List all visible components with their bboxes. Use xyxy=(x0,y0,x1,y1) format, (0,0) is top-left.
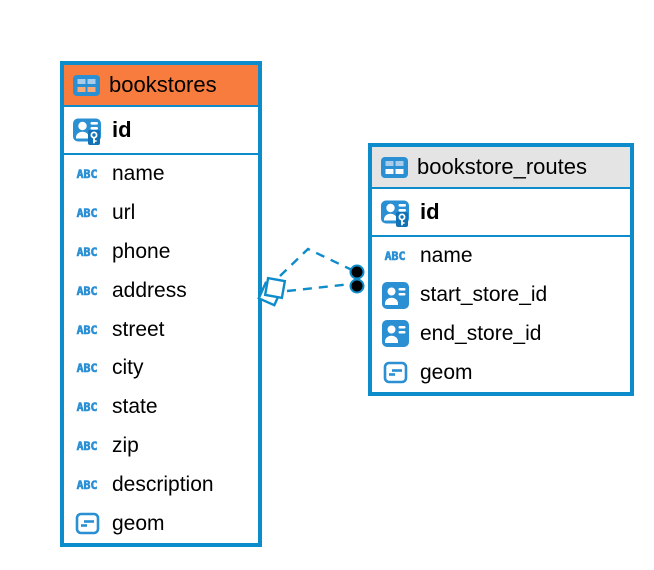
table-title: bookstore_routes xyxy=(417,154,587,179)
text-type-icon: ABC xyxy=(76,438,98,454)
column-row-name[interactable]: ABC name xyxy=(372,237,630,276)
column-row-zip[interactable]: ABC zip xyxy=(64,427,258,466)
text-type-icon: ABC xyxy=(76,244,98,260)
column-label: id xyxy=(420,199,440,224)
column-row-address[interactable]: ABC address xyxy=(64,271,258,310)
column-label: id xyxy=(112,117,132,142)
text-type-icon: ABC xyxy=(76,283,98,298)
column-row-phone[interactable]: ABC phone xyxy=(64,233,258,272)
table-node-bookstore-routes[interactable]: bookstore_routes id ABC name start_store_i… xyxy=(368,143,634,397)
column-label: geom xyxy=(420,360,473,384)
column-label: state xyxy=(112,395,158,419)
column-label: name xyxy=(420,244,473,268)
column-label: start_store_id xyxy=(420,283,548,307)
column-row-street[interactable]: ABC street xyxy=(64,310,258,349)
text-type-icon: ABC xyxy=(76,477,98,492)
column-label: zip xyxy=(112,433,139,457)
relationship-dashed-line[interactable] xyxy=(286,282,352,293)
column-row-city[interactable]: ABC city xyxy=(64,349,258,388)
relationship-dashed-line[interactable] xyxy=(279,247,353,277)
column-row-start_store_id[interactable]: start_store_id xyxy=(372,276,630,315)
column-label: address xyxy=(112,278,187,302)
text-type-icon: ABC xyxy=(76,206,98,221)
column-row-geom[interactable]: geom xyxy=(64,504,258,543)
column-label: geom xyxy=(112,511,165,535)
primary-key-icon xyxy=(71,115,103,145)
table-title: bookstores xyxy=(109,72,217,97)
table-header-bookstore-routes[interactable]: bookstore_routes xyxy=(372,147,630,189)
relationship-dot-endpoint[interactable] xyxy=(349,278,365,294)
geometry-type-icon xyxy=(379,360,411,385)
foreign-key-icon xyxy=(379,281,411,309)
table-icon xyxy=(72,74,100,96)
column-label: end_store_id xyxy=(420,321,542,345)
relationship-diamond-endpoint[interactable] xyxy=(257,281,283,307)
column-label: description xyxy=(112,472,214,496)
text-type-icon: ABC xyxy=(76,400,98,415)
text-type-icon: ABC xyxy=(384,249,406,264)
column-row-id[interactable]: id xyxy=(64,107,258,155)
column-row-geom[interactable]: geom xyxy=(372,353,630,392)
column-label: phone xyxy=(112,239,171,263)
column-label: name xyxy=(112,162,165,186)
table-icon xyxy=(380,156,408,178)
geometry-type-icon xyxy=(71,511,103,536)
column-row-end_store_id[interactable]: end_store_id xyxy=(372,315,630,354)
column-label: street xyxy=(112,317,165,341)
text-type-icon: ABC xyxy=(76,322,98,337)
column-row-state[interactable]: ABC state xyxy=(64,388,258,427)
column-row-id[interactable]: id xyxy=(372,189,630,237)
column-row-description[interactable]: ABC description xyxy=(64,465,258,504)
primary-key-icon xyxy=(379,197,411,227)
column-row-url[interactable]: ABC url xyxy=(64,194,258,233)
column-label: city xyxy=(112,356,144,380)
text-type-icon: ABC xyxy=(76,361,98,376)
relationship-dot-endpoint[interactable] xyxy=(349,264,365,280)
column-row-name[interactable]: ABC name xyxy=(64,155,258,194)
foreign-key-icon xyxy=(379,320,411,348)
relationship-diamond-endpoint[interactable] xyxy=(263,276,287,300)
table-header-bookstores[interactable]: bookstores xyxy=(64,65,258,107)
text-type-icon: ABC xyxy=(76,167,98,182)
column-label: url xyxy=(112,201,136,225)
